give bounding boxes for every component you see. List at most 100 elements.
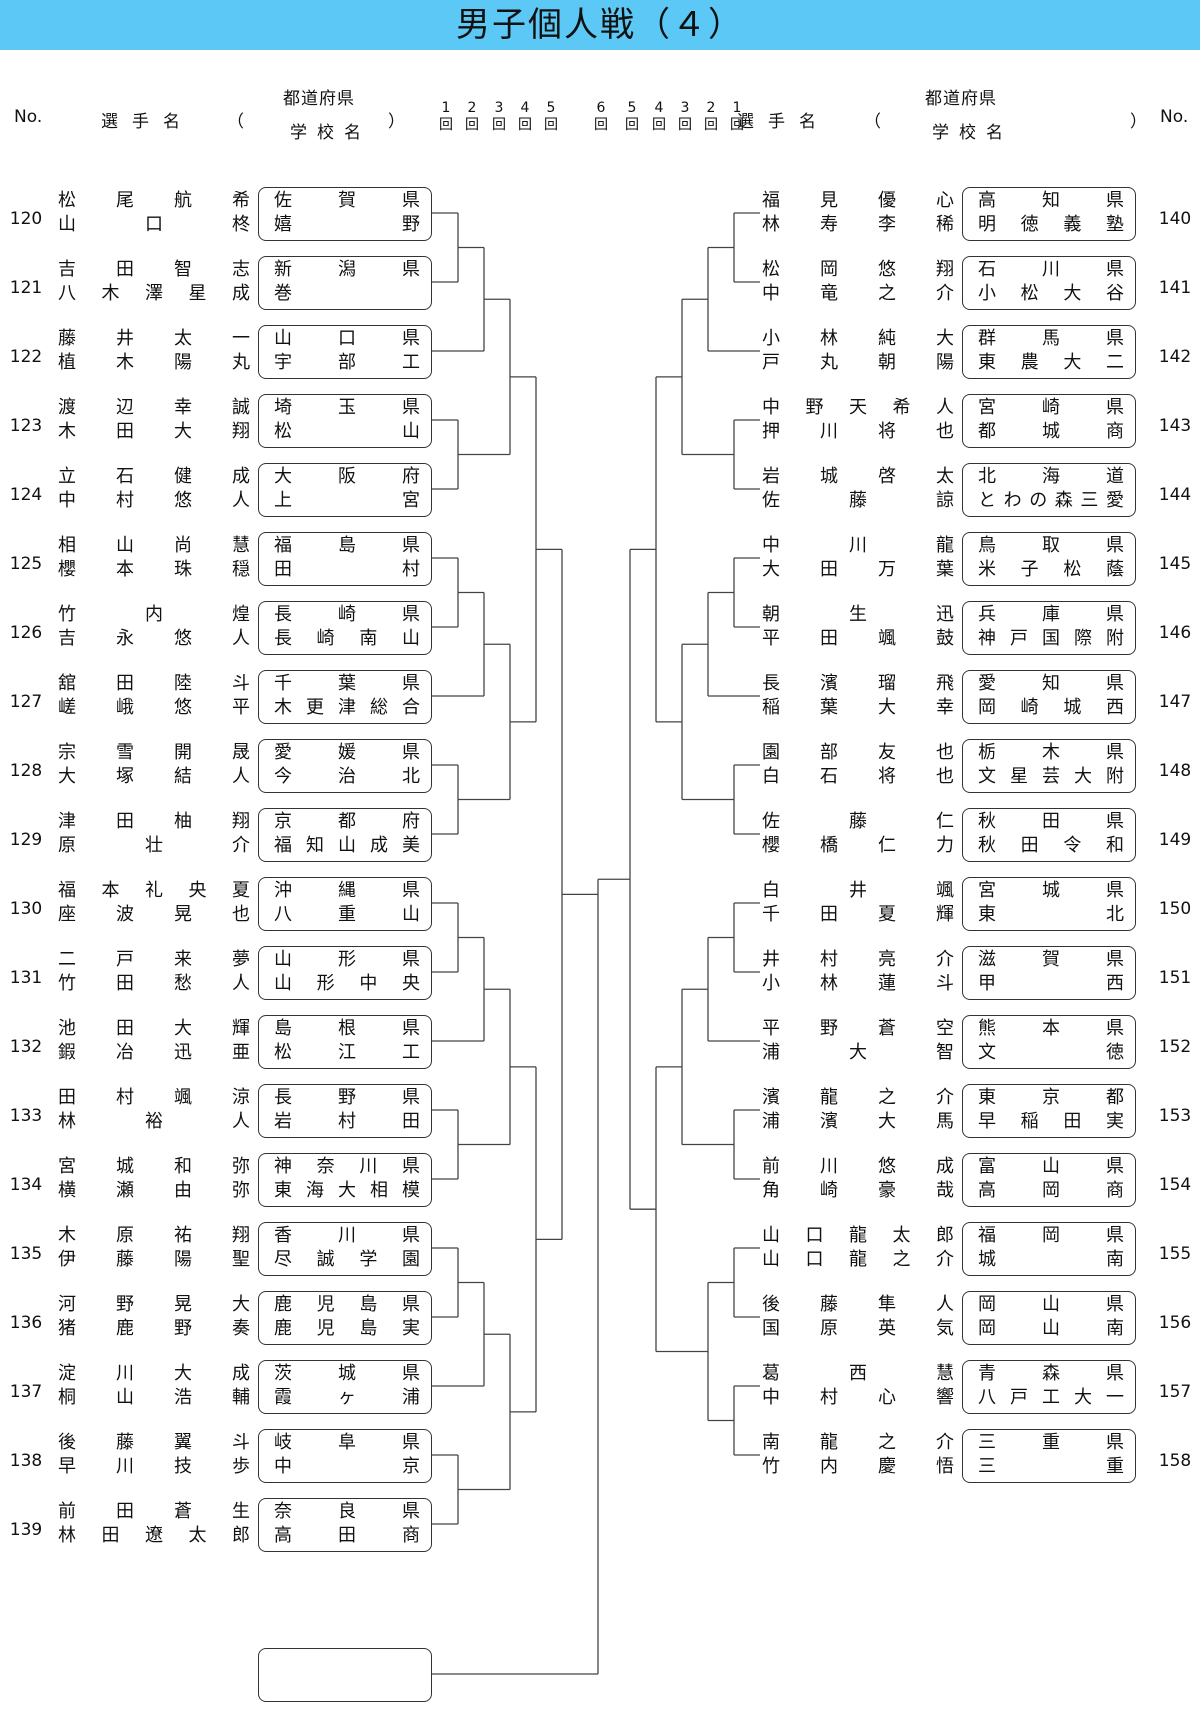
player-name: 山口龍太郎: [762, 1225, 954, 1246]
header-no-left: No.: [14, 107, 43, 127]
player-name: 竹田愁人: [58, 973, 250, 994]
player-name: 浦濱大馬: [762, 1111, 954, 1132]
player-name: 宮城和弥: [58, 1156, 250, 1177]
player-name: 松尾航希: [58, 190, 250, 211]
player-name: 座波晃也: [58, 904, 250, 925]
player-name: 林裕人: [58, 1111, 250, 1132]
player-name: 長濱瑠飛: [762, 673, 954, 694]
school-bracket: [962, 808, 1136, 862]
school-bracket: [962, 325, 1136, 379]
player-name: 前川悠成: [762, 1156, 954, 1177]
player-name: 原壮介: [58, 835, 250, 856]
school-name: 岡崎城西: [978, 697, 1124, 718]
player-name: 植木陽丸: [58, 352, 250, 373]
player-name: 平野蒼空: [762, 1018, 954, 1039]
player-name: 櫻橋仁力: [762, 835, 954, 856]
player-name: 中竜之介: [762, 283, 954, 304]
school-bracket: [258, 187, 432, 241]
school-bracket: [962, 1153, 1136, 1207]
player-name: 大田万葉: [762, 559, 954, 580]
school-name: 明徳義塾: [978, 214, 1124, 235]
prefecture-name: 高知県: [978, 190, 1124, 211]
school-name: 木更津総合: [274, 697, 420, 718]
prefecture-name: 埼玉県: [274, 397, 420, 418]
player-name: 竹内煌: [58, 604, 250, 625]
player-name: 舘田陸斗: [58, 673, 250, 694]
player-name: 八木澤星成: [58, 283, 250, 304]
school-name: 尽誠学園: [274, 1249, 420, 1270]
player-name: 松岡悠翔: [762, 259, 954, 280]
player-name: 南龍之介: [762, 1432, 954, 1453]
player-name: 嵯峨悠平: [58, 697, 250, 718]
school-bracket: [258, 532, 432, 586]
school-bracket: [258, 1222, 432, 1276]
entry-no: 150: [1158, 899, 1192, 919]
player-name: 朝生迅: [762, 604, 954, 625]
prefecture-name: 兵庫県: [978, 604, 1124, 625]
school-name: 鹿児島実: [274, 1318, 420, 1339]
player-name: 白石将也: [762, 766, 954, 787]
entry-no: 156: [1158, 1313, 1192, 1333]
school-bracket: [258, 256, 432, 310]
player-name: 木田大翔: [58, 421, 250, 442]
player-name: 櫻本珠穏: [58, 559, 250, 580]
header-paren-close-right: ）: [1130, 112, 1147, 132]
prefecture-name: 宮崎県: [978, 397, 1124, 418]
player-name: 淀川大成: [58, 1363, 250, 1384]
entry-no: 145: [1158, 554, 1192, 574]
entry-no: 120: [9, 209, 43, 229]
entry-no: 147: [1158, 692, 1192, 712]
prefecture-name: 石川県: [978, 259, 1124, 280]
entry-no: 127: [9, 692, 43, 712]
school-name: 城南: [978, 1249, 1124, 1270]
school-name: 山形中央: [274, 973, 420, 994]
prefecture-name: 福島県: [274, 535, 420, 556]
page-title: 男子個人戦（４）: [0, 0, 1200, 50]
player-name: 二戸来夢: [58, 949, 250, 970]
entry-no: 154: [1158, 1175, 1192, 1195]
player-name: 佐藤仁: [762, 811, 954, 832]
header-player-right: 選手名: [737, 112, 830, 132]
entry-no: 142: [1158, 347, 1192, 367]
player-name: 相山尚慧: [58, 535, 250, 556]
school-name: 今治北: [274, 766, 420, 787]
player-name: 中川龍: [762, 535, 954, 556]
player-name: 稲葉大幸: [762, 697, 954, 718]
school-name: 東海大相模: [274, 1180, 420, 1201]
player-name: 津田柚翔: [58, 811, 250, 832]
prefecture-name: 佐賀県: [274, 190, 420, 211]
entry-no: 133: [9, 1106, 43, 1126]
entry-no: 155: [1158, 1244, 1192, 1264]
player-name: 鍜冶迅亜: [58, 1042, 250, 1063]
player-name: 伊藤陽聖: [58, 1249, 250, 1270]
prefecture-name: 愛知県: [978, 673, 1124, 694]
player-name: 中村心響: [762, 1387, 954, 1408]
school-bracket: [962, 946, 1136, 1000]
school-bracket: [962, 532, 1136, 586]
player-name: 前田蒼生: [58, 1501, 250, 1522]
player-name: 千田夏輝: [762, 904, 954, 925]
prefecture-name: 東京都: [978, 1087, 1124, 1108]
entry-no: 135: [9, 1244, 43, 1264]
school-bracket: [258, 601, 432, 655]
empty-bracket: [258, 1648, 432, 1702]
prefecture-name: 山口県: [274, 328, 420, 349]
entry-no: 153: [1158, 1106, 1192, 1126]
school-name: 八重山: [274, 904, 420, 925]
player-name: 林寿李稀: [762, 214, 954, 235]
school-name: 松山: [274, 421, 420, 442]
school-name: 岡山南: [978, 1318, 1124, 1339]
player-name: 佐藤諒: [762, 490, 954, 511]
player-name: 竹内慶悟: [762, 1456, 954, 1477]
header-paren-open-right: （: [864, 112, 881, 132]
entry-no: 136: [9, 1313, 43, 1333]
player-name: 井村亮介: [762, 949, 954, 970]
school-bracket: [258, 463, 432, 517]
school-bracket: [962, 1015, 1136, 1069]
prefecture-name: 鹿児島県: [274, 1294, 420, 1315]
school-bracket: [258, 670, 432, 724]
player-name: 木原祐翔: [58, 1225, 250, 1246]
